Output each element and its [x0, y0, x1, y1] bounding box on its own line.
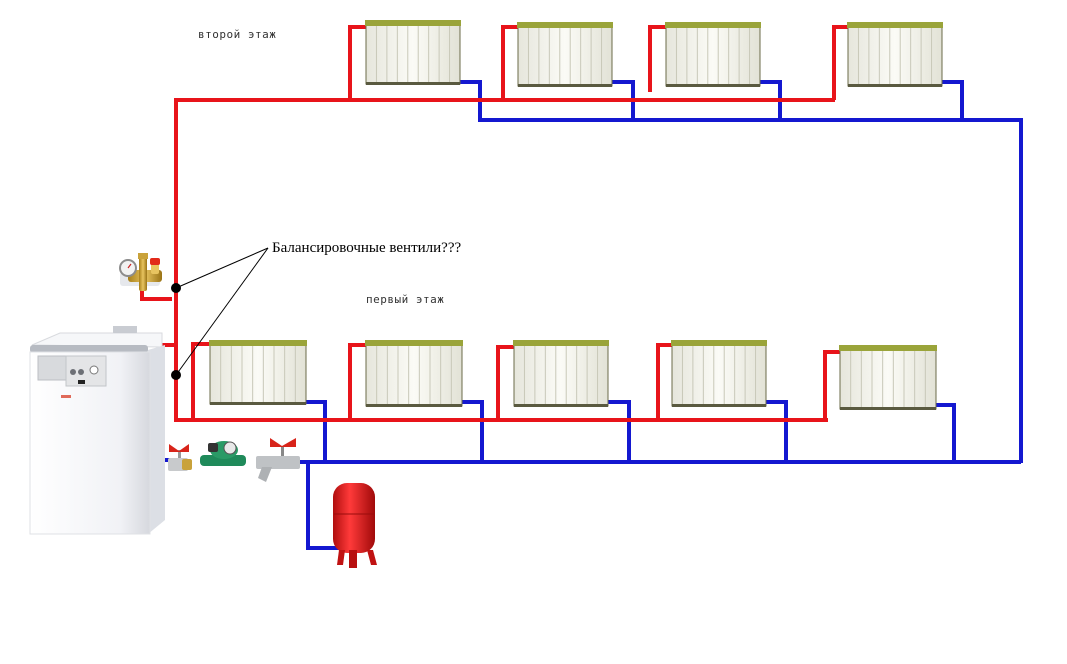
return-branch — [940, 80, 964, 120]
supply-branch — [823, 350, 840, 420]
supply-branch — [656, 343, 672, 420]
return-branch — [612, 80, 635, 120]
label-second-floor: второй этаж — [198, 28, 277, 41]
strainer-ball-valve — [256, 438, 300, 482]
return-branch — [760, 80, 782, 120]
ball-valve-left — [168, 444, 192, 471]
annotation-pointers — [171, 247, 269, 380]
return-main-second-floor — [458, 80, 1023, 463]
radiator-second-floor — [665, 22, 761, 87]
safety-group-connection — [140, 290, 172, 301]
supply-branch — [348, 25, 366, 100]
return-branch — [764, 400, 788, 462]
radiator-first-floor — [209, 340, 307, 405]
supply-branch — [648, 25, 666, 92]
balancing-valve-upper — [171, 283, 181, 293]
return-branch — [305, 400, 327, 462]
balancing-valve-lower — [171, 370, 181, 380]
radiator-first-floor — [513, 340, 609, 407]
supply-branch — [191, 342, 212, 420]
safety-group — [119, 253, 162, 291]
expansion-tank-line — [306, 462, 340, 550]
radiator-second-floor — [365, 20, 461, 85]
boiler — [29, 326, 165, 535]
label-first-floor: первый этаж — [366, 293, 445, 306]
annotation-balancing-valves: Балансировочные вентили??? — [272, 240, 462, 256]
supply-branch — [496, 345, 514, 420]
radiator-second-floor — [847, 22, 943, 87]
radiator-first-floor — [671, 340, 767, 407]
circulation-pump — [200, 441, 246, 466]
radiator-first-floor — [839, 345, 937, 410]
return-branch — [932, 403, 956, 462]
return-branch — [606, 400, 631, 462]
supply-branch — [501, 25, 518, 100]
radiators — [209, 20, 943, 410]
radiator-second-floor — [517, 22, 613, 87]
expansion-tank — [333, 483, 377, 568]
supply-branch — [832, 25, 848, 100]
radiator-first-floor — [365, 340, 463, 407]
supply-branch — [348, 343, 366, 420]
supply-riser — [160, 98, 478, 347]
return-pipes — [162, 80, 1023, 550]
return-branch — [460, 400, 484, 462]
